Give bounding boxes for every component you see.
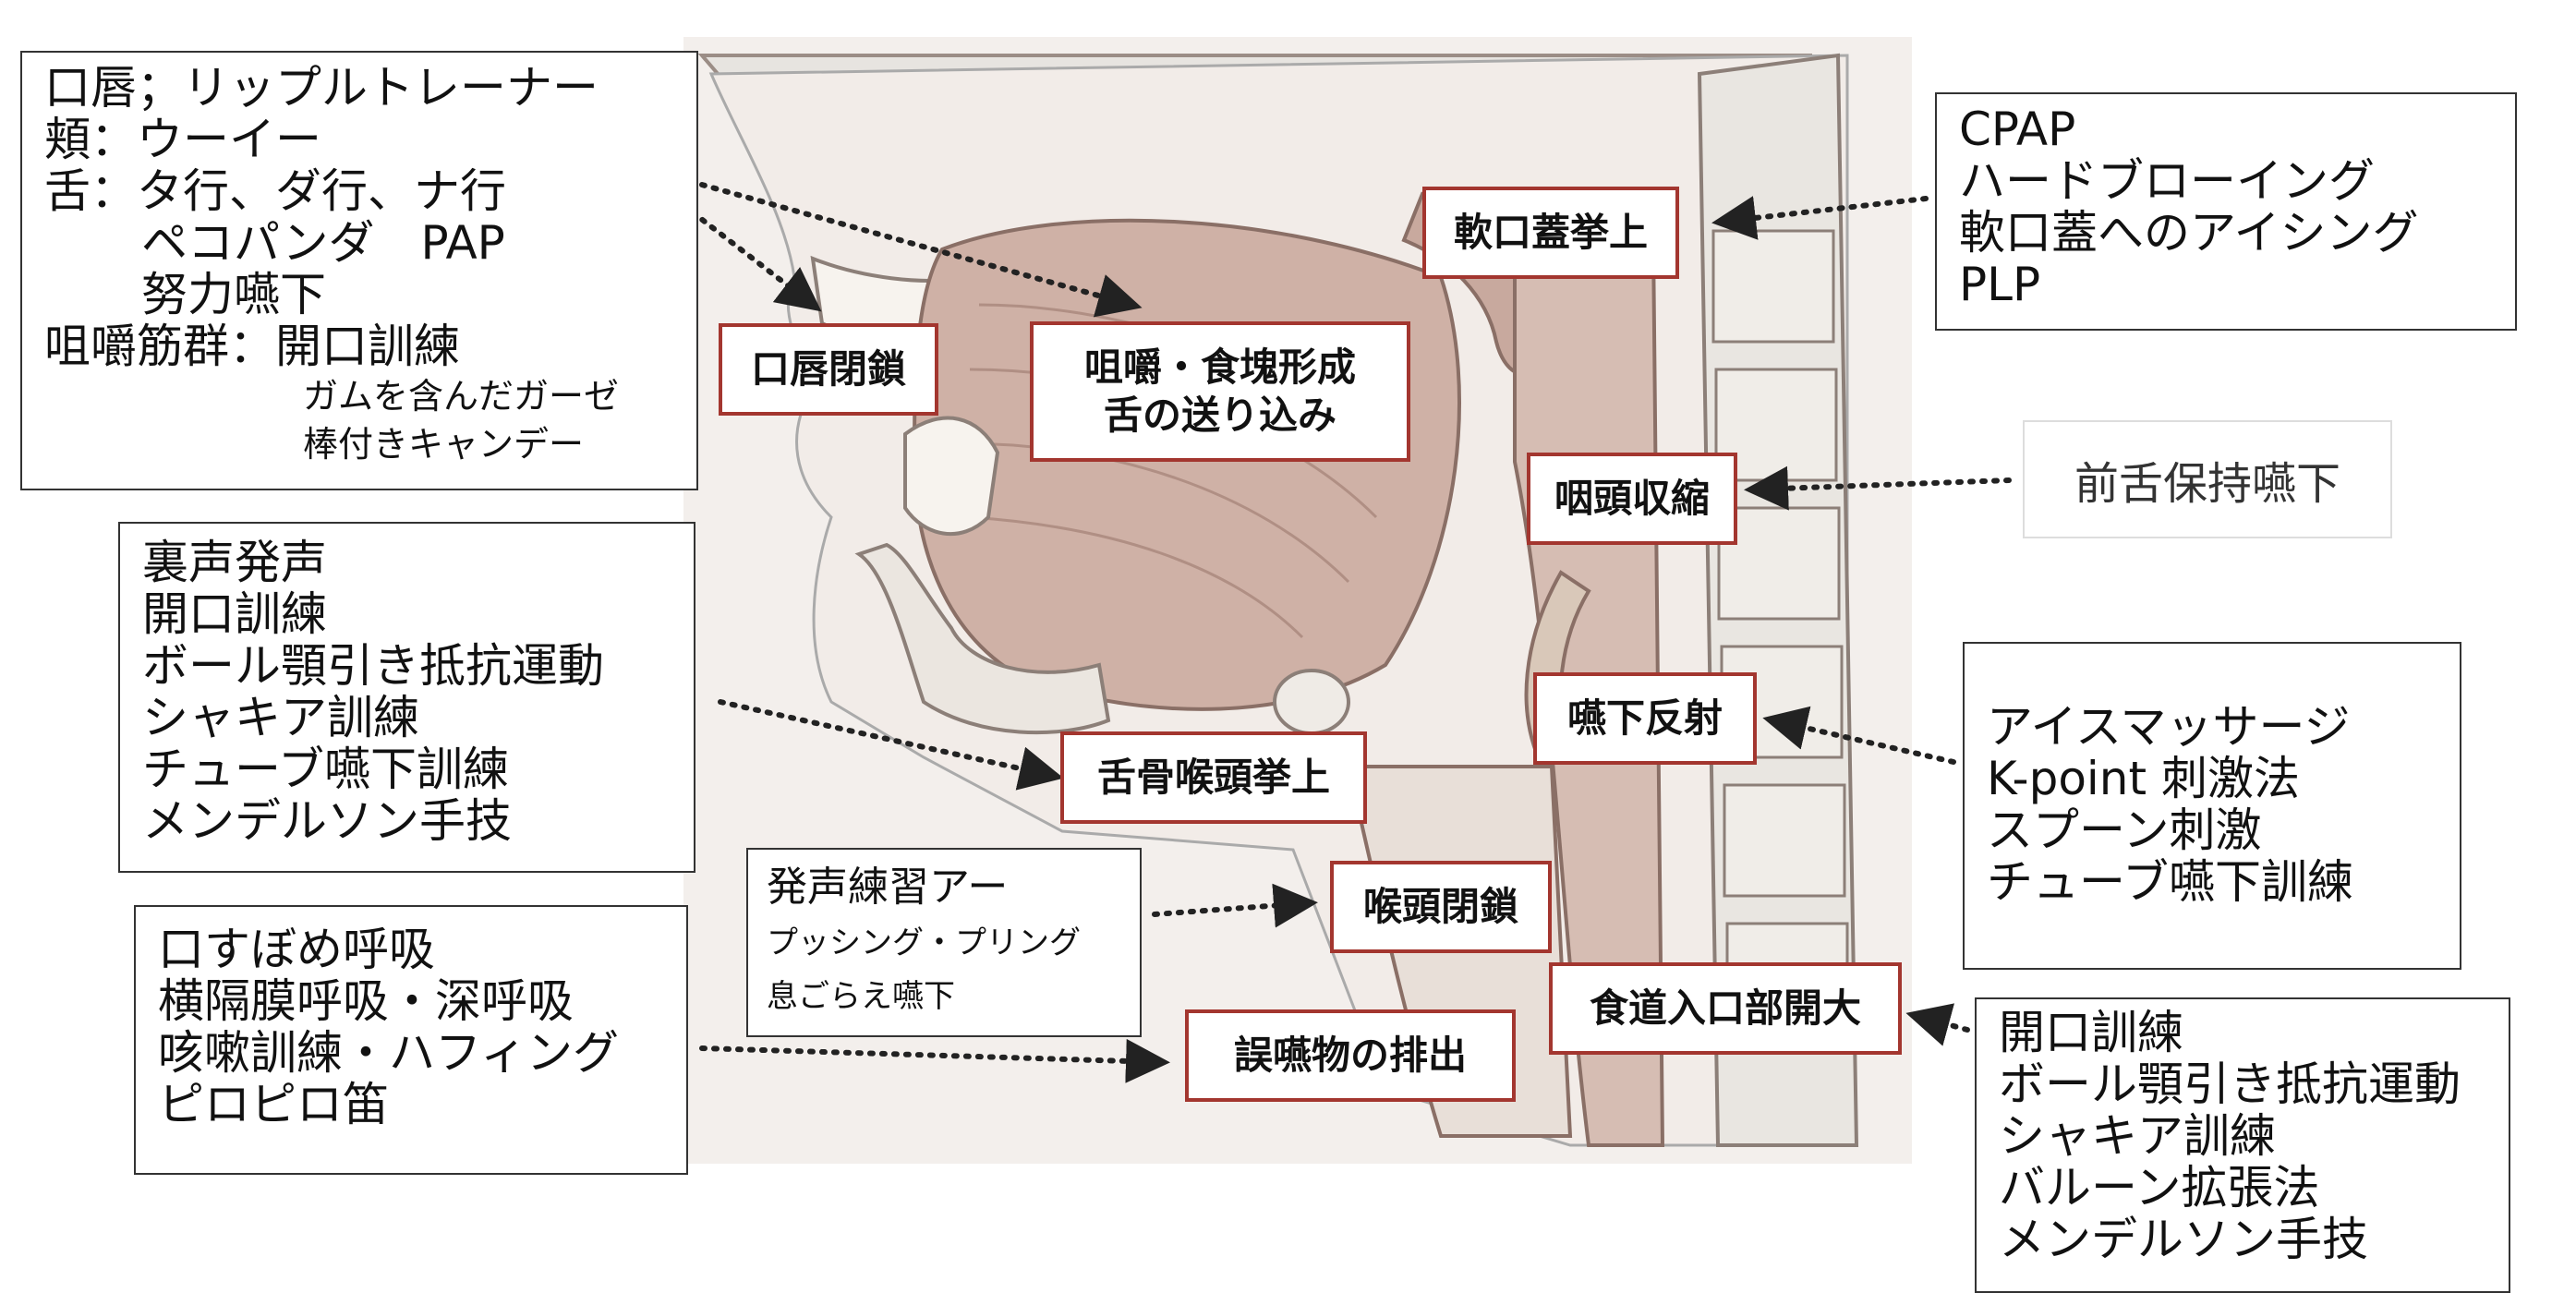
- arrow-oral-to-lip: [690, 210, 822, 312]
- tongue-fiber-4: [969, 515, 1304, 639]
- larynx-line-1: 裏声発声: [142, 536, 327, 589]
- soft-palate-text: 軟口蓋挙上: [1453, 210, 1648, 255]
- ues-opening-label: 食道入口部開大: [1549, 962, 1902, 1055]
- arrow-reflex-to-swallow: [1762, 706, 1956, 765]
- ues-line-4: バルーン拡張法: [1999, 1161, 2320, 1214]
- oral-line-1: 口唇；リップルトレーナー: [44, 61, 599, 115]
- velum-line-3: 軟口蓋へのアイシング: [1959, 206, 2419, 260]
- mastication-text-2: 舌の送り込み: [1103, 393, 1336, 438]
- pharyngeal-text: 咽頭収縮: [1554, 476, 1710, 521]
- respiration-line-3: 咳嗽訓練・ハフィング: [158, 1026, 619, 1080]
- respiration-box: 口すぼめ呼吸 横隔膜呼吸・深呼吸 咳嗽訓練・ハフィング ピロピロ笛: [134, 905, 688, 1175]
- lower-teeth: [903, 416, 1000, 536]
- mandible: [854, 542, 1111, 735]
- reflex-line-2: K-point 刺激法: [1987, 752, 2300, 805]
- laryngeal-text: 喉頭閉鎖: [1362, 884, 1518, 929]
- vocal-training-box: 発声練習アー プッシング・プリング 息ごらえ嚥下: [746, 848, 1142, 1037]
- hyoid-elevation-label: 舌骨喉頭挙上: [1060, 731, 1367, 824]
- pharyngeal-constriction-label: 咽頭収縮: [1527, 453, 1737, 545]
- velum-line-4: PLP: [1959, 258, 2041, 311]
- vocal-line-3: 息ごらえ嚥下: [767, 978, 955, 1015]
- ues-line-2: ボール顎引き抵抗運動: [1999, 1057, 2461, 1111]
- hyoid-text: 舌骨喉頭挙上: [1096, 755, 1330, 800]
- reflex-text: 嚥下反射: [1566, 695, 1723, 741]
- oral-line-6: 咀嚼筋群：開口訓練: [44, 320, 460, 373]
- larynx-line-6: メンデルソン手技: [142, 794, 512, 848]
- respiration-line-2: 横隔膜呼吸・深呼吸: [158, 974, 574, 1028]
- oral-training-box: 口唇；リップルトレーナー 頬：ウーイー 舌：タ行、ダ行、ナ行 ペコパンダ PAP…: [20, 51, 698, 490]
- vertebra-5: [1723, 783, 1846, 898]
- ues-text: 食道入口部開大: [1589, 985, 1861, 1031]
- soft-palate-label: 軟口蓋挙上: [1422, 187, 1679, 279]
- ues-line-5: メンデルソン手技: [1999, 1213, 2368, 1266]
- vertebra-3: [1717, 506, 1841, 621]
- ues-line-1: 開口訓練: [1999, 1006, 2183, 1059]
- hyoid-bone: [1273, 669, 1350, 735]
- larynx-line-3: ボール顎引き抵抗運動: [142, 639, 604, 693]
- velum-line-2: ハードブローイング: [1959, 154, 2375, 208]
- laryngeal-elevation-box: 裏声発声 開口訓練 ボール顎引き抵抗運動 シャキア訓練 チューブ嚥下訓練 メンデ…: [118, 522, 695, 873]
- ues-training-box: 開口訓練 ボール顎引き抵抗運動 シャキア訓練 バルーン拡張法 メンデルソン手技: [1975, 997, 2510, 1293]
- oral-line-3: 舌：タ行、ダ行、ナ行: [44, 164, 506, 218]
- arrow-velum-to-soft-palate: [1711, 196, 1929, 240]
- oral-line-7: ガムを含んだガーゼ: [303, 376, 620, 417]
- reflex-line-4: チューブ嚥下訓練: [1987, 855, 2353, 909]
- reflex-line-3: スプーン刺激: [1987, 804, 2262, 857]
- laryngeal-closure-label: 喉頭閉鎖: [1330, 861, 1552, 953]
- lip-closure-label: 口唇閉鎖: [719, 323, 938, 416]
- ues-line-3: シャキア訓練: [1999, 1109, 2276, 1163]
- arrow-ues-to-opening: [1905, 1003, 1970, 1046]
- mastication-label: 咀嚼・食塊形成 舌の送り込み: [1030, 321, 1410, 462]
- arrow-respiration-to-expulsion: [699, 1038, 1170, 1083]
- larynx-line-2: 開口訓練: [142, 587, 327, 641]
- larynx-line-4: シャキア訓練: [142, 691, 419, 744]
- mastication-text-1: 咀嚼・食塊形成: [1083, 344, 1356, 390]
- arrow-oral-to-mastication: [699, 182, 1143, 318]
- oral-line-2: 頬：ウーイー: [44, 113, 321, 166]
- expulsion-text: 誤嚥物の排出: [1233, 1033, 1467, 1078]
- pharynx-text: 前舌保持嚥下: [2074, 458, 2340, 510]
- oral-line-5: 努力嚥下: [141, 268, 326, 321]
- velum-line-1: CPAP: [1959, 103, 2076, 156]
- velum-training-box: CPAP ハードブローイング 軟口蓋へのアイシング PLP: [1935, 92, 2517, 331]
- vocal-line-1: 発声練習アー: [767, 864, 1009, 911]
- respiration-line-1: 口すぼめ呼吸: [158, 923, 435, 976]
- larynx-line-5: チューブ嚥下訓練: [142, 743, 509, 796]
- vocal-line-2: プッシング・プリング: [767, 924, 1081, 961]
- arrow-larynx-to-hyoid: [718, 699, 1064, 791]
- expulsion-label: 誤嚥物の排出: [1185, 1009, 1516, 1102]
- lip-closure-text: 口唇閉鎖: [750, 346, 906, 392]
- respiration-line-4: ピロピロ笛: [158, 1078, 389, 1131]
- tongue-fiber-3: [960, 441, 1350, 584]
- arrow-vocal-to-laryngeal: [1152, 883, 1318, 928]
- reflex-training-box: アイスマッサージ K-point 刺激法 スプーン刺激 チューブ嚥下訓練: [1963, 642, 2461, 970]
- swallow-reflex-label: 嚥下反射: [1533, 672, 1757, 765]
- reflex-line-1: アイスマッサージ: [1987, 700, 2351, 754]
- oral-line-8: 棒付きキャンデー: [303, 424, 585, 465]
- oral-line-4: ペコパンダ PAP: [141, 216, 505, 270]
- vertebra-1: [1711, 229, 1835, 344]
- pharynx-training-box: 前舌保持嚥下: [2023, 420, 2392, 538]
